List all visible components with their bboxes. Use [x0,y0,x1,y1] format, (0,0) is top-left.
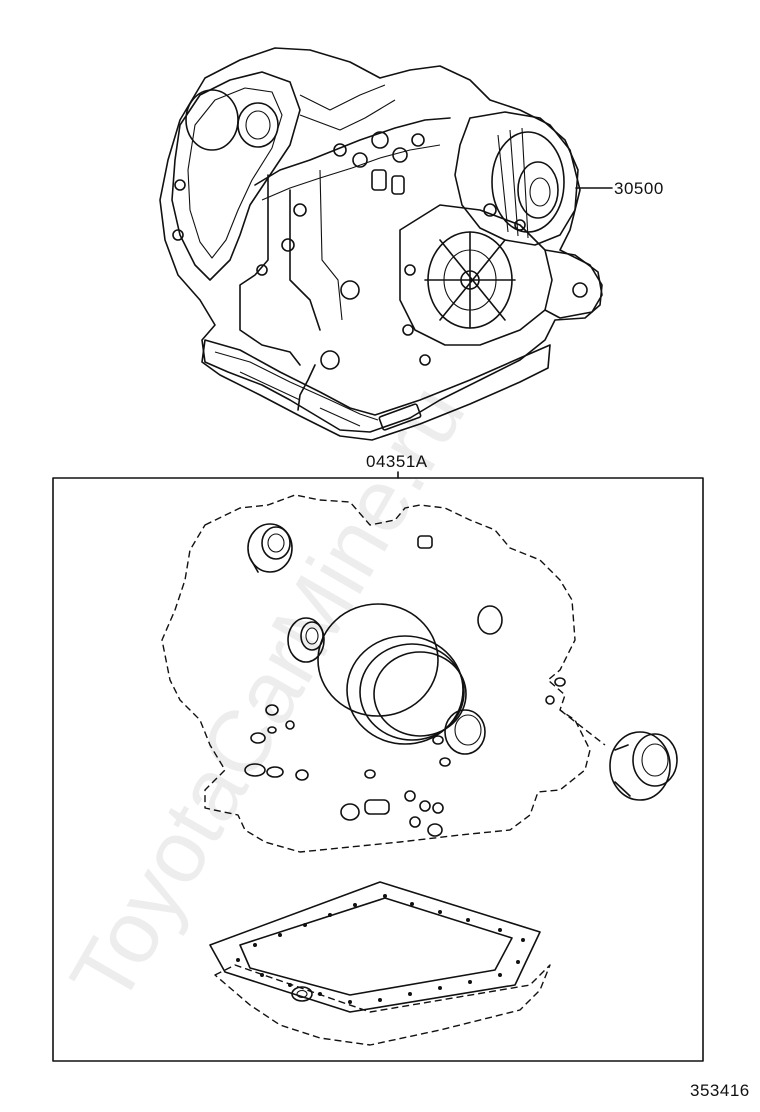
oil-seal-right [559,709,678,801]
transaxle-assembly [159,47,603,441]
piston-seals [346,635,486,755]
watermark: ToyotaCarMine.ru [51,369,484,1020]
oil-seal-upper [247,523,293,573]
callout-30500: 30500 [575,179,664,198]
part-number-04351a: 04351A [366,452,428,471]
oil-pan-gasket [209,881,541,1013]
oil-pan [214,964,551,1046]
large-o-ring [317,603,439,717]
drain-plug-gasket [291,986,313,1002]
gasket-kit-contents [161,494,678,1046]
part-number-30500: 30500 [614,179,664,198]
illustration-id: 353416 [690,1081,750,1100]
callout-04351a: 04351A [366,452,428,479]
plug [417,535,433,549]
small-o-rings [244,605,566,837]
gasket-kit-frame [52,477,704,1062]
case-gasket [161,494,591,853]
